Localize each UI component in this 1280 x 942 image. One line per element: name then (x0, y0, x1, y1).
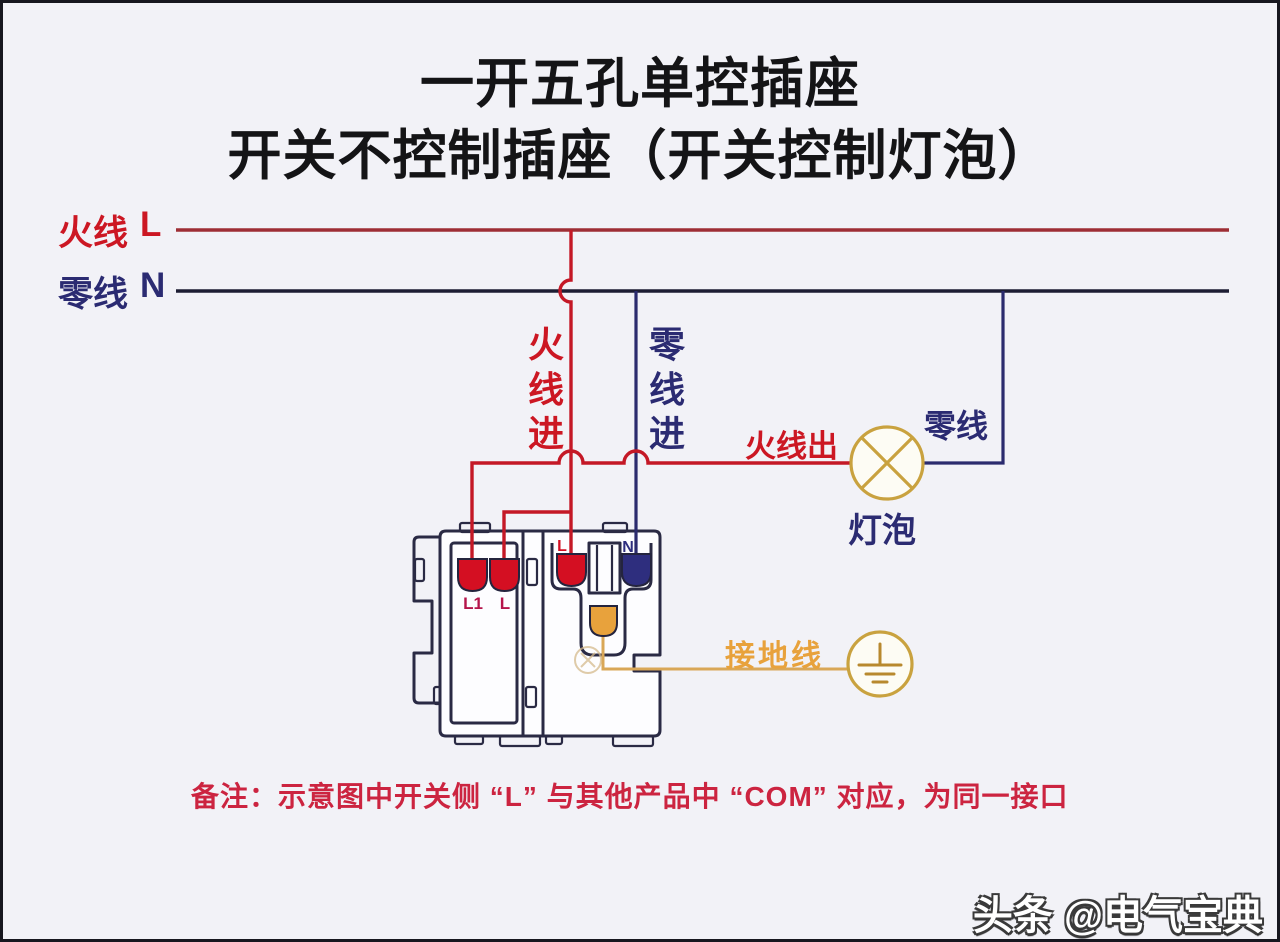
terminals (457, 553, 652, 638)
device-left-wing (412, 535, 440, 705)
terminal-label-com: L (499, 594, 511, 613)
live-in-wire (502, 230, 573, 559)
terminal-switch-l1 (457, 558, 488, 593)
terminal-label-l1: L1 (463, 594, 483, 613)
neutral-bus-label: 零线 N (58, 266, 165, 317)
note-text: 备注：示意图中开关侧 “L” 与其他产品中 “COM” 对应，为同一接口 (191, 781, 1069, 812)
neutral-return-label: 零线 (924, 408, 989, 444)
live-in-label: 火线进 (527, 324, 564, 455)
neutral-bus-name: 零线 (58, 275, 129, 314)
terminal-socket-neutral (621, 553, 652, 588)
terminal-ground (589, 605, 618, 638)
live-bus-code: L (140, 205, 162, 244)
ground-mark-icon (574, 646, 602, 674)
neutral-return-wire (923, 291, 1005, 465)
live-out-label: 火线出 (745, 429, 838, 464)
live-out-wire (470, 449, 851, 559)
ground-label: 接地线 (725, 640, 824, 673)
title-line-2: 开关不控制插座（开关控制灯泡） (227, 126, 1053, 186)
terminal-socket-live (556, 553, 587, 588)
socket-rocker-slot (587, 541, 622, 595)
earth-symbol (846, 630, 914, 698)
mount-tabs (453, 521, 655, 748)
live-bus-label: 火线 L (58, 205, 161, 256)
terminal-label-socket-l: L (557, 538, 567, 555)
neutral-bus-code: N (140, 266, 166, 305)
ground-wire (601, 636, 849, 671)
watermark: 头条 @电气宝典 (972, 894, 1263, 938)
bulb-symbol (849, 425, 925, 501)
wiring-diagram-svg (176, 228, 1229, 748)
bus-lines (176, 228, 1229, 293)
terminal-switch-com (489, 558, 520, 593)
wing-clip (413, 557, 426, 583)
title-line-1: 一开五孔单控插座 (420, 54, 860, 114)
live-branch-wire (502, 510, 571, 559)
switch-inner-frame (449, 541, 519, 725)
live-bus-name: 火线 (58, 214, 129, 253)
neutral-in-label: 零线进 (648, 324, 685, 455)
bulb-label: 灯泡 (848, 512, 916, 550)
terminal-label-socket-n: N (622, 539, 634, 556)
section-divider (521, 531, 545, 736)
